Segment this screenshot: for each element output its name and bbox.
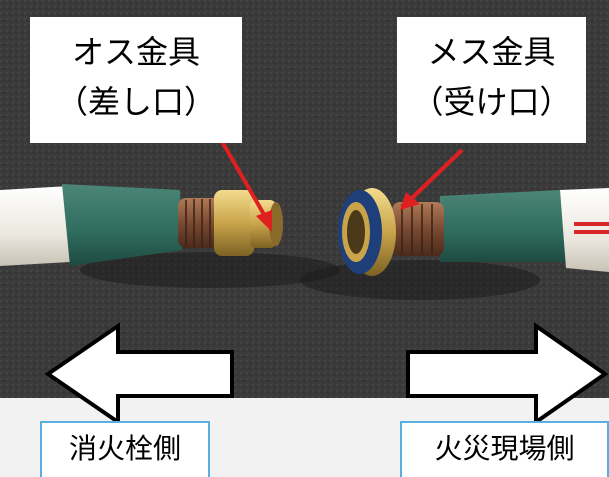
copper-binding [178,198,222,248]
arrow-right-icon [406,322,609,426]
pointer-arrow-male [218,137,272,232]
arrow-left-icon [44,322,234,426]
female-fitting-label: メス金具 （受け口） [397,17,586,143]
right-hose [338,188,609,276]
hydrant-side-label: 消火栓側 [40,421,210,477]
left-hose [0,184,283,266]
male-fitting [214,190,254,256]
copper-binding-right [392,202,444,256]
male-fitting-title: オス金具 [71,33,200,71]
fire-scene-side-label: 火災現場側 [400,421,609,477]
male-fitting-subtitle: （差し口） [55,83,216,121]
male-fitting-label: オス金具 （差し口） [30,17,242,143]
female-fitting-subtitle: （受け口） [411,83,572,121]
female-fitting-title: メス金具 [427,33,556,71]
pointer-arrow-female [400,148,464,210]
